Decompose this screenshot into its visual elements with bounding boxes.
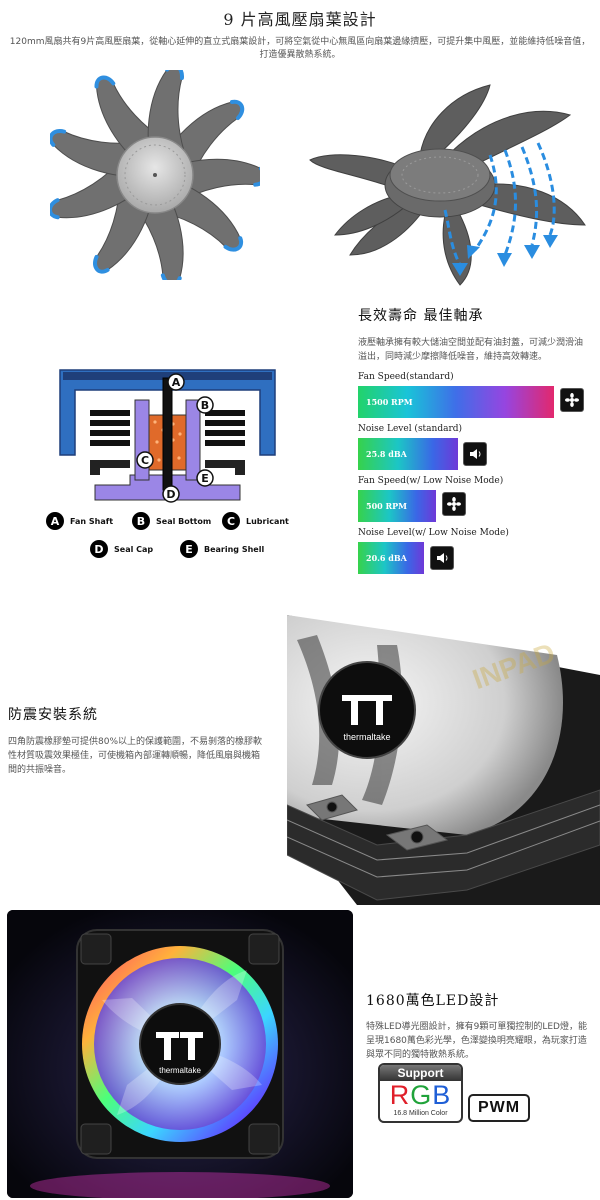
metric-label: Fan Speed(w/ Low Noise Mode)	[358, 476, 504, 486]
svg-text:A: A	[172, 376, 181, 389]
metric-label: Noise Level(w/ Low Noise Mode)	[358, 528, 509, 538]
diagram-label-d	[162, 485, 180, 503]
fan-corner-photo: thermaltake INPAD	[287, 615, 600, 905]
diagram-label-c	[136, 451, 154, 469]
legend-item: D Seal Cap	[90, 540, 153, 558]
led-description: 特殊LED導光圈設計，擁有9顆可單獨控制的LED燈，能呈現1680萬色彩光學，色…	[366, 1022, 587, 1060]
bearing-legend: A Fan Shaft B Seal Bottom C Lubricant D …	[46, 508, 306, 564]
speaker-icon	[463, 442, 487, 466]
bearing-title: 長效壽命 最佳軸承	[358, 308, 484, 324]
legend-item: C Lubricant	[222, 512, 289, 530]
metric-bar: 20.6 dBA	[358, 542, 424, 574]
rgb-support-badge: Support RGB 16.8 Million Color	[378, 1063, 463, 1123]
legend-item: B Seal Bottom	[132, 512, 211, 530]
svg-text:B: B	[201, 399, 209, 412]
metric-bar: 25.8 dBA	[358, 438, 458, 470]
diagram-label-a	[167, 373, 185, 391]
led-title: 1680萬色LED設計	[366, 993, 500, 1009]
thermaltake-logo: thermaltake	[156, 1032, 203, 1075]
bearing-cross-section-diagram: A B C D E	[59, 369, 276, 503]
metric-label: Fan Speed(standard)	[358, 372, 454, 382]
fan-icon	[560, 388, 584, 412]
diagram-label-e	[196, 469, 214, 487]
rgb-fan-photo: thermaltake	[7, 910, 353, 1198]
diagram-label-b	[196, 396, 214, 414]
airflow-arrowheads	[452, 235, 558, 276]
legend-item: E Bearing Shell	[180, 540, 264, 558]
airflow-arrows	[443, 142, 556, 266]
pwm-badge: PWM	[468, 1094, 530, 1122]
bearing-description: 液壓軸承擁有較大儲油空間並配有油封蓋，可減少潤滑油溢出，同時減少摩擦降低噪音，維…	[358, 338, 584, 362]
speaker-icon	[430, 546, 454, 570]
svg-text:D: D	[166, 488, 175, 501]
legend-item: A Fan Shaft	[46, 512, 113, 530]
svg-text:C: C	[141, 454, 149, 467]
antivibration-description: 四角防震橡膠墊可提供80%以上的保護範圍，不易剝落的橡膠軟性材質吸震效果極佳，可…	[8, 737, 263, 775]
thermaltake-logo: thermaltake	[342, 695, 392, 742]
svg-text:E: E	[201, 472, 209, 485]
blades-description: 120mm風扇共有9片高風壓扇葉，從軸心延伸的直立式扇葉設計，可將空氣從中心無風…	[9, 37, 591, 60]
metric-label: Noise Level (standard)	[358, 424, 463, 434]
svg-text:thermaltake: thermaltake	[159, 1066, 201, 1075]
fan-icon	[442, 492, 466, 516]
fan-front-illustration	[50, 70, 260, 280]
antivibration-title: 防震安裝系統	[8, 707, 98, 723]
metric-bar: 500 RPM	[358, 490, 436, 522]
svg-text:thermaltake: thermaltake	[343, 732, 390, 742]
fan-airflow-illustration	[309, 84, 586, 286]
blades-title: 9 片高風壓扇葉設計	[223, 10, 377, 29]
metric-bar: 1500 RPM	[358, 386, 554, 418]
